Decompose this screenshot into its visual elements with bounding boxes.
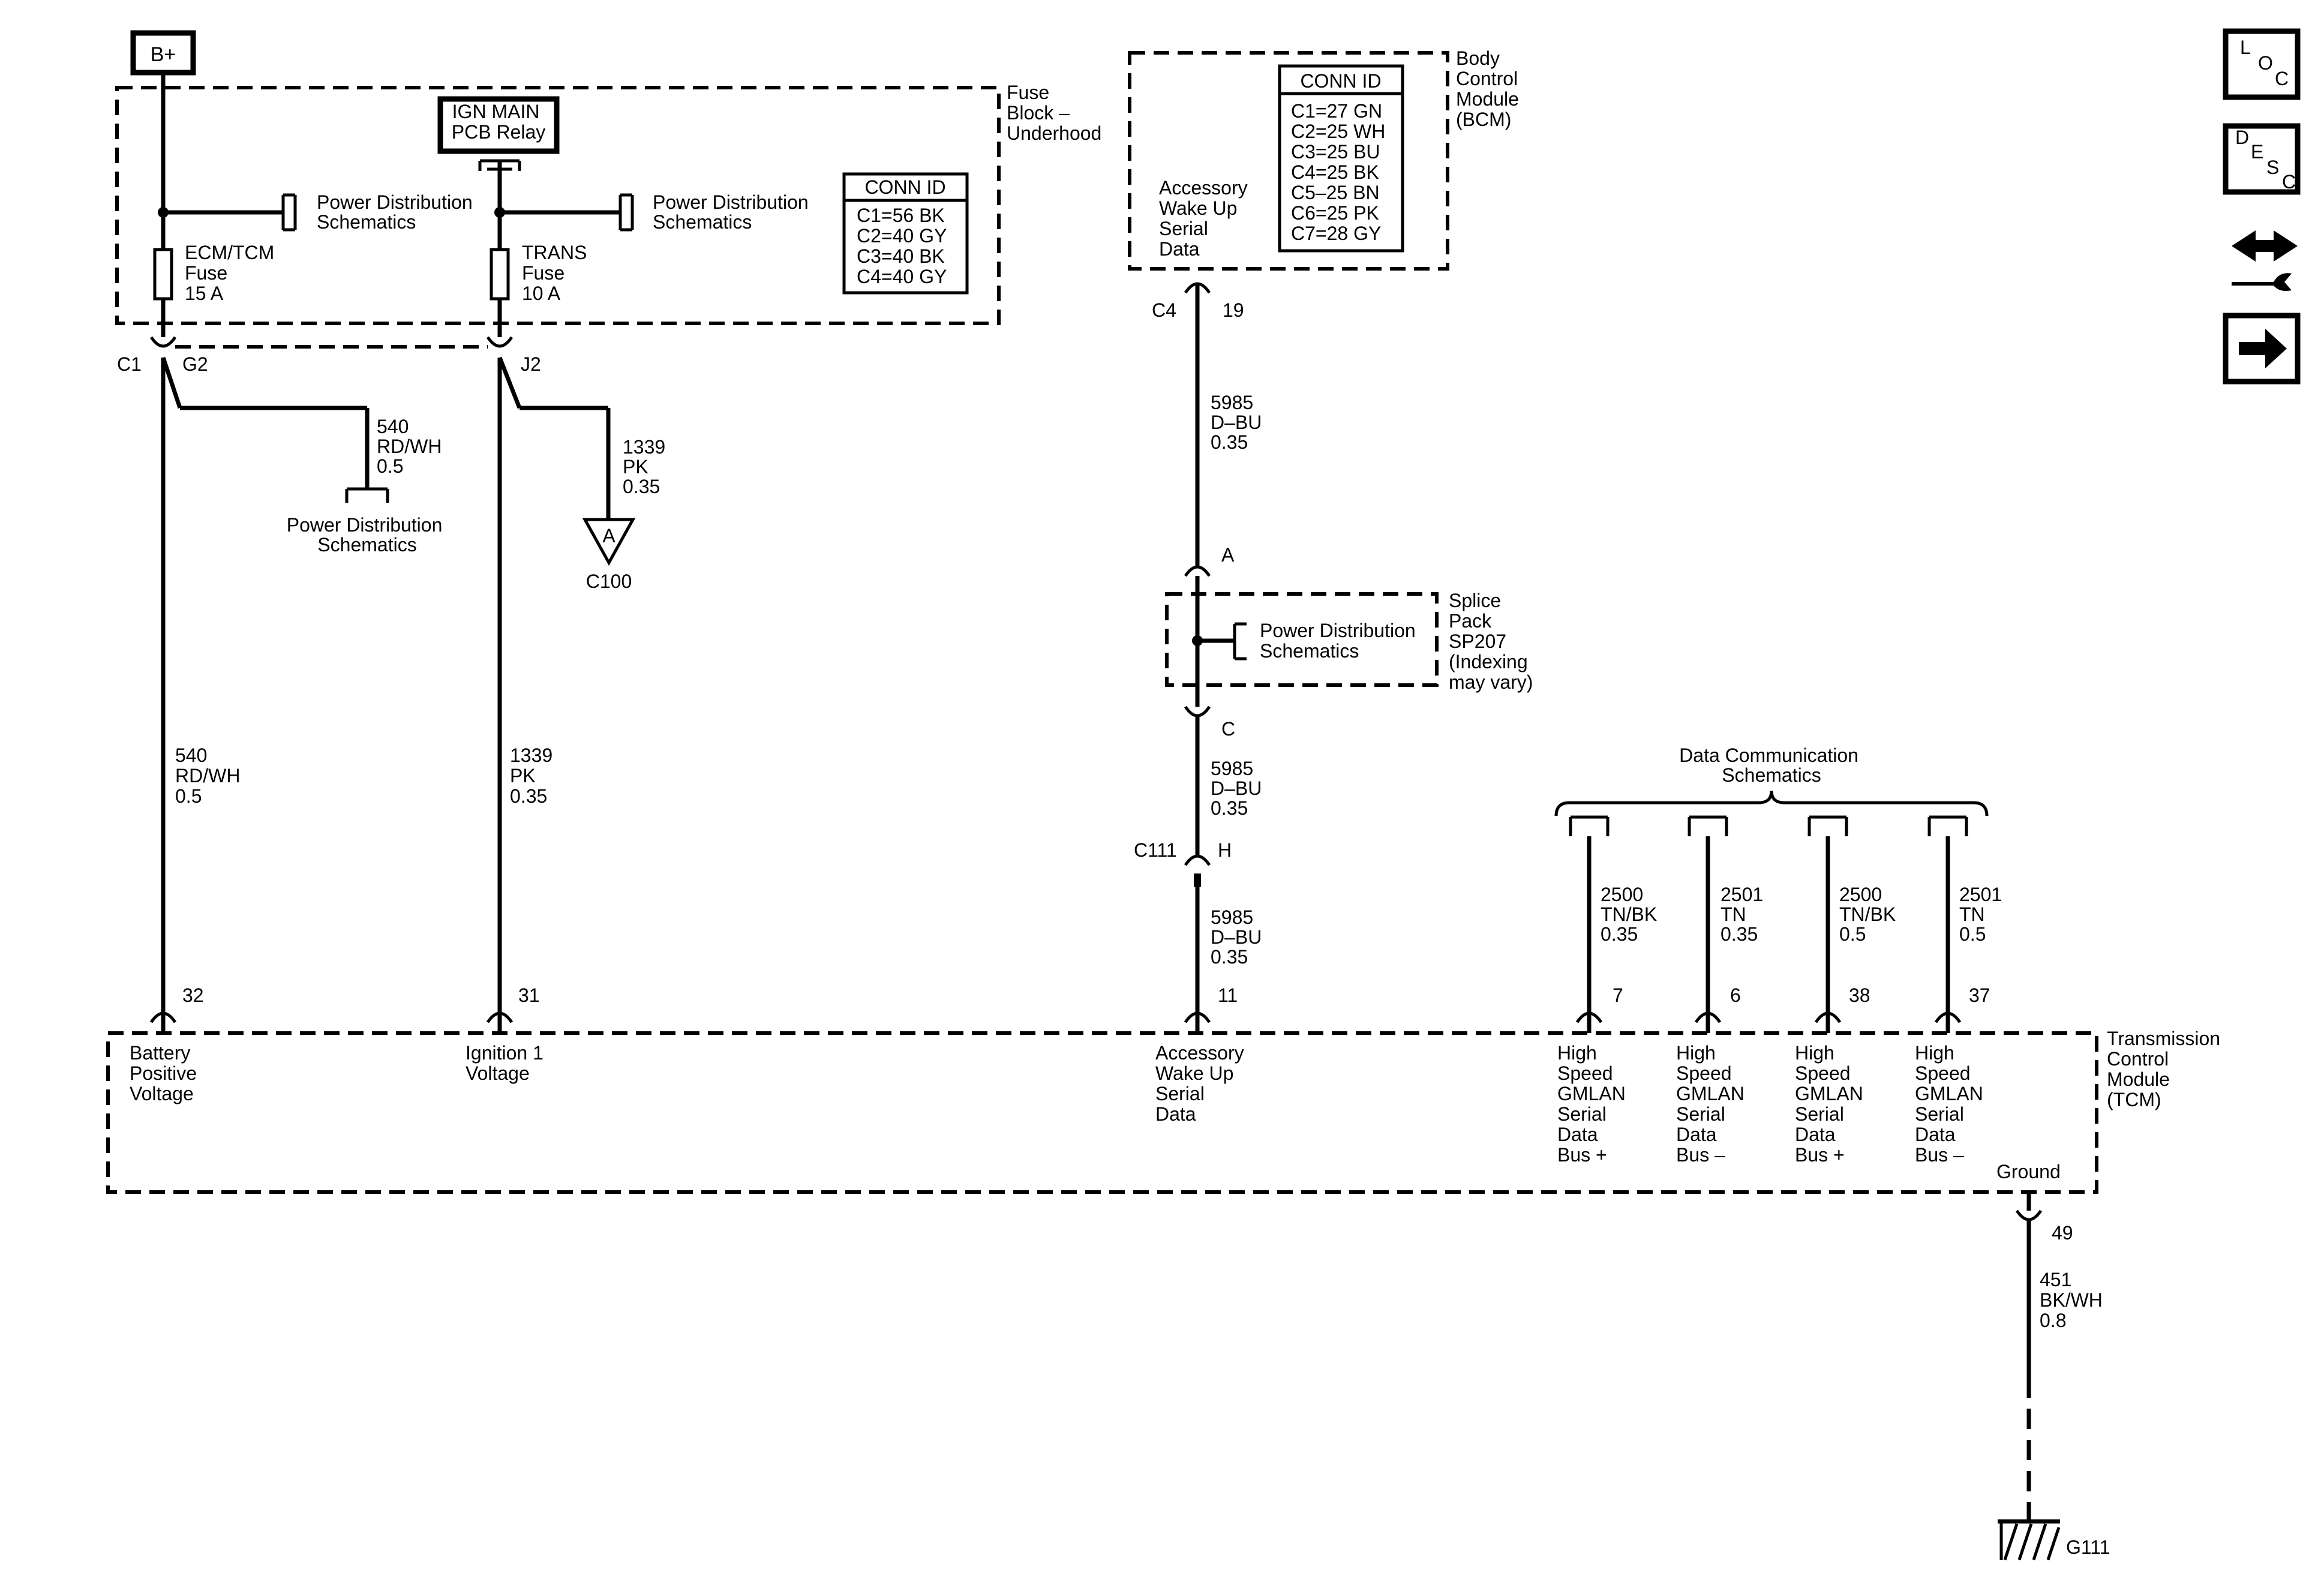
splice-label: Splice Pack SP207 (Indexing may vary) xyxy=(1449,590,1533,693)
tcm-pin-31: 31 xyxy=(518,984,540,1006)
bcm-conn-id-list: C1=27 GN C2=25 WH C3=25 BU C4=25 BK C5–2… xyxy=(1291,100,1391,244)
branch-540-pd-label: Power Distribution Schematics xyxy=(287,514,448,556)
wire-540-label: 540 RD/WH 0.5 xyxy=(175,745,245,807)
tcm-pin-6-function: High Speed GMLAN Serial Data Bus – xyxy=(1676,1042,1750,1166)
battery-label: B+ xyxy=(151,43,176,66)
transmission-control-module: Transmission Control Module (TCM) 32 31 … xyxy=(106,984,2226,1194)
wire-451-label: 451 BK/WH 0.8 xyxy=(2040,1269,2108,1331)
body-control-module: Body Control Module (BCM) CONN ID C1=27 … xyxy=(1128,47,1524,271)
ground-circuit: 49 451 BK/WH 0.8 G111 xyxy=(1998,1192,2110,1560)
data-comm-title: Data Communication Schematics xyxy=(1679,745,1864,786)
splice-pd-label: Power Distribution Schematics xyxy=(1260,620,1421,662)
svg-text:O: O xyxy=(2258,52,2273,74)
data-communication-schematics-ref: Data Communication Schematics xyxy=(1554,745,2007,1013)
conn-id-title: CONN ID xyxy=(864,176,945,198)
c111-pin-label: H xyxy=(1218,839,1232,861)
gmlan-38-wire-label: 2500 TN/BK 0.5 xyxy=(1839,884,1901,945)
fuse-block-label: Fuse Block – Underhood xyxy=(1007,82,1101,144)
gmlan-7-wire-label: 2500 TN/BK 0.35 xyxy=(1601,884,1662,945)
trans-fuse: TRANS Fuse 10 A xyxy=(490,242,592,337)
bcm-conn-id-table: CONN ID C1=27 GN C2=25 WH C3=25 BU C4=25… xyxy=(1278,64,1404,253)
svg-text:C: C xyxy=(2282,171,2296,193)
svg-text:D: D xyxy=(2235,127,2249,148)
splice-pin-c: C xyxy=(1221,718,1235,740)
wire-5985c-label: 5985 D–BU 0.35 xyxy=(1211,906,1267,968)
wire-5985a-label: 5985 D–BU 0.35 xyxy=(1211,392,1267,453)
loc-button[interactable]: L O C xyxy=(2223,28,2301,100)
fuse-block-connectors: C1 G2 J2 xyxy=(117,336,541,375)
tcm-label: Transmission Control Module (TCM) xyxy=(2107,1028,2226,1110)
gmlan-wire-38 xyxy=(1807,815,1848,1013)
wire-1339-label: 1339 PK 0.35 xyxy=(510,745,558,807)
svg-text:C: C xyxy=(2275,68,2289,89)
gmlan-wire-6 xyxy=(1688,815,1728,1013)
bcm-pin-function: Accessory Wake Up Serial Data xyxy=(1159,177,1253,260)
pin-g2-label: G2 xyxy=(182,353,208,375)
splice-pin-a: A xyxy=(1221,544,1235,566)
pin-c1-label: C1 xyxy=(117,353,142,375)
gmlan-wire-37 xyxy=(1927,815,1968,1013)
tcm-pin-6: 6 xyxy=(1730,984,1741,1006)
c100-label: C100 xyxy=(586,571,632,592)
bcm-conn-id-title: CONN ID xyxy=(1300,70,1381,92)
c111-connector: C111 H xyxy=(1134,839,1232,887)
tcm-ground-pin: 49 xyxy=(2052,1222,2073,1244)
tcm-pin-31-function: Ignition 1 Voltage xyxy=(466,1042,549,1084)
c100-letter: A xyxy=(602,525,615,547)
tcm-pin-11: 11 xyxy=(1218,984,1238,1006)
tcm-pin-32-function: Battery Positive Voltage xyxy=(130,1042,202,1104)
g111-label: G111 xyxy=(2066,1536,2110,1558)
splice-pack-sp207: A Power Distribution Schematics Splice P… xyxy=(1165,544,1533,740)
bcm-connector-label: C4 xyxy=(1152,299,1176,321)
conn-id-list: C1=56 BK C2=40 GY C3=40 BK C4=40 GY xyxy=(857,205,952,287)
bcm-label: Body Control Module (BCM) xyxy=(1456,47,1524,130)
branch-540-to-power-distribution: 540 RD/WH 0.5 Power Distribution Schemat… xyxy=(161,356,448,556)
tcm-pin-38: 38 xyxy=(1849,984,1870,1006)
wire-5985b-label: 5985 D–BU 0.35 xyxy=(1211,758,1267,819)
gmlan-wire-7 xyxy=(1569,815,1610,1013)
power-distribution-ref-right: Power Distribution Schematics xyxy=(618,191,814,233)
tcm-pin-37-function: High Speed GMLAN Serial Data Bus – xyxy=(1915,1042,1989,1166)
pd-left-label: Power Distribution Schematics xyxy=(317,191,478,233)
tcm-ground-label: Ground xyxy=(1996,1161,2061,1182)
gmlan-37-wire-label: 2501 TN 0.5 xyxy=(1959,884,2007,945)
gmlan-6-wire-label: 2501 TN 0.35 xyxy=(1721,884,1768,945)
svg-text:S: S xyxy=(2266,157,2279,178)
desc-button[interactable]: D E S C xyxy=(2223,123,2301,195)
tcm-pin-11-function: Accessory Wake Up Serial Data xyxy=(1155,1042,1249,1125)
repair-arrows-wrench-icon[interactable] xyxy=(2232,230,2298,291)
fuse-block-conn-id-table: CONN ID C1=56 BK C2=40 GY C3=40 BK C4=40… xyxy=(842,172,969,295)
power-distribution-ref-left: Power Distribution Schematics xyxy=(281,191,478,233)
battery-positive-terminal: B+ xyxy=(130,30,196,76)
fuse2-label: TRANS Fuse 10 A xyxy=(522,242,592,304)
ign-main-pcb-relay: IGN MAIN PCB Relay xyxy=(437,96,560,180)
pin-j2-label: J2 xyxy=(521,353,541,375)
fuse1-label: ECM/TCM Fuse 15 A xyxy=(185,242,280,304)
tcm-pin-38-function: High Speed GMLAN Serial Data Bus + xyxy=(1795,1042,1869,1166)
tcm-pin-7: 7 xyxy=(1613,984,1623,1006)
tcm-pin-37: 37 xyxy=(1969,984,1990,1006)
fuse-block-underhood: Fuse Block – Underhood IGN MAIN PCB Rela… xyxy=(115,73,1101,337)
c100-connector-symbol xyxy=(582,518,636,566)
pd-right-label: Power Distribution Schematics xyxy=(653,191,814,233)
branch-540-wire-label: 540 RD/WH 0.5 xyxy=(377,416,447,477)
ground-symbol xyxy=(1998,1519,2061,1560)
tcm-pin-32: 32 xyxy=(182,984,204,1006)
relay-label: IGN MAIN PCB Relay xyxy=(452,101,546,143)
branch-1339-wire-label: 1339 PK 0.35 xyxy=(623,436,671,497)
c111-label: C111 xyxy=(1134,839,1177,861)
ecm-tcm-fuse: ECM/TCM Fuse 15 A xyxy=(153,242,280,337)
tcm-pin-7-function: High Speed GMLAN Serial Data Bus + xyxy=(1557,1042,1631,1166)
branch-1339-to-c100: A C100 1339 PK 0.35 xyxy=(497,356,671,592)
right-arrow-icon[interactable] xyxy=(2223,313,2301,385)
svg-text:E: E xyxy=(2251,141,2263,163)
bcm-pin-label: 19 xyxy=(1223,299,1244,321)
svg-text:L: L xyxy=(2240,37,2251,58)
